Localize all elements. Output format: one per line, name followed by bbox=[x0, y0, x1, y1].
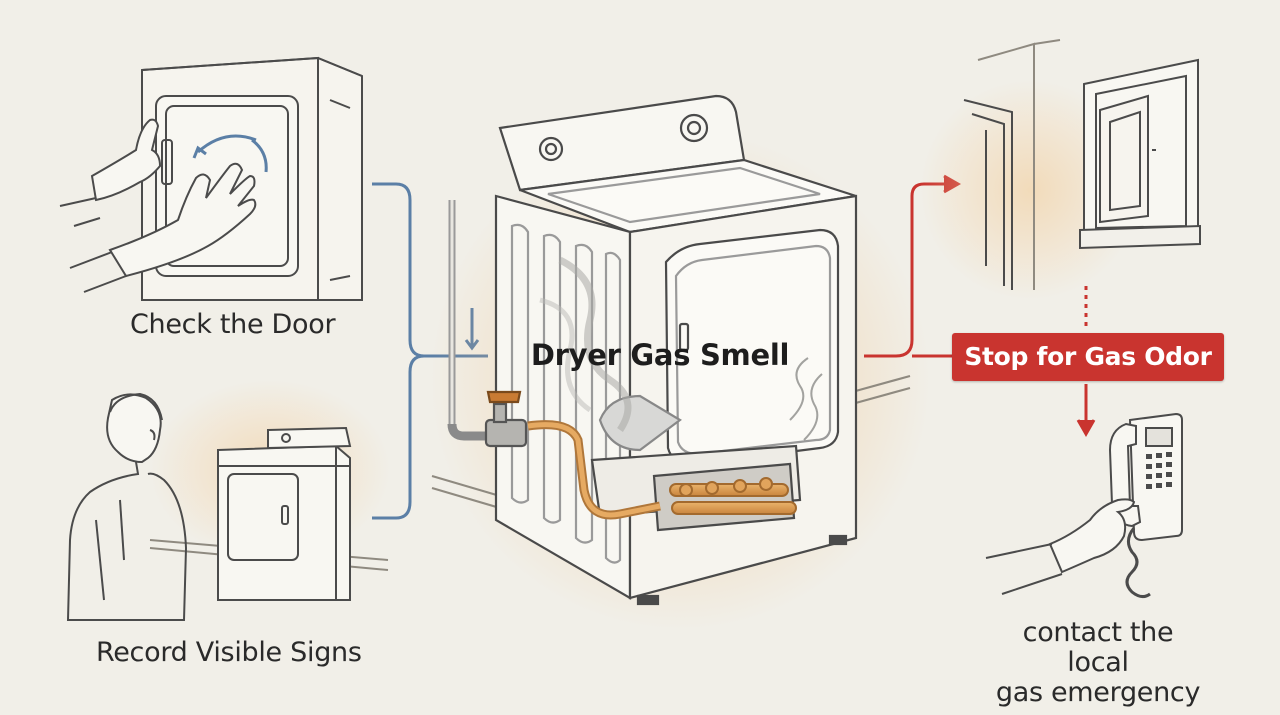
page-title: Dryer Gas Smell bbox=[530, 338, 790, 372]
wall-phone-icon bbox=[985, 412, 1183, 599]
gas-dryer-illustration bbox=[431, 94, 911, 606]
contact-label-line1: contact the local bbox=[1022, 617, 1174, 679]
check-door-label: Check the Door bbox=[130, 309, 336, 340]
record-signs-label: Record Visible Signs bbox=[96, 637, 362, 668]
contact-label-line2: gas emergency bbox=[995, 677, 1201, 709]
contact-emergency-label: contact the local gas emergency bbox=[990, 617, 1206, 709]
hands-on-dryer-door-icon bbox=[59, 56, 363, 301]
stop-gas-odor-badge: Stop for Gas Odor bbox=[952, 333, 1224, 381]
person-observing-dryer-icon bbox=[66, 392, 389, 621]
open-window-icon bbox=[963, 39, 1201, 290]
